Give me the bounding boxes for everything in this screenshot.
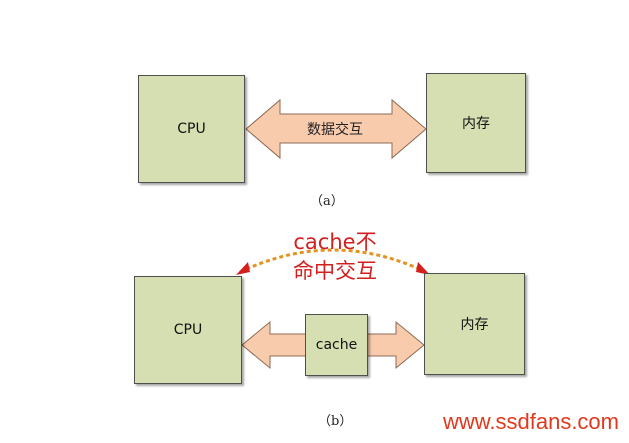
caption-b: （b）: [318, 414, 353, 429]
cache-miss-label: cache不 命中交互: [270, 228, 400, 286]
cache-label: cache: [315, 337, 358, 353]
cpu-box-b: CPU: [134, 276, 242, 384]
cpu-label-b: CPU: [173, 322, 203, 338]
cpu-label-a: CPU: [177, 121, 206, 137]
memory-label-a: 内存: [462, 116, 490, 132]
data-exchange-label: 数据交互: [307, 122, 363, 138]
cache-miss-arrowhead-right: [416, 262, 430, 275]
cache-miss-curve: [239, 248, 427, 274]
cache-box: cache: [305, 314, 368, 376]
cache-miss-line1: cache不: [293, 230, 377, 254]
cpu-box-a: CPU: [138, 75, 245, 183]
cache-miss-line2: 命中交互: [293, 259, 377, 283]
caption-a: （a）: [310, 194, 344, 209]
memory-box-b: 内存: [424, 273, 525, 375]
cache-miss-arrowhead-left: [236, 262, 250, 275]
memory-box-a: 内存: [426, 73, 526, 173]
memory-label-b: 内存: [460, 317, 489, 333]
watermark-text: www.ssdfans.com: [442, 409, 619, 434]
